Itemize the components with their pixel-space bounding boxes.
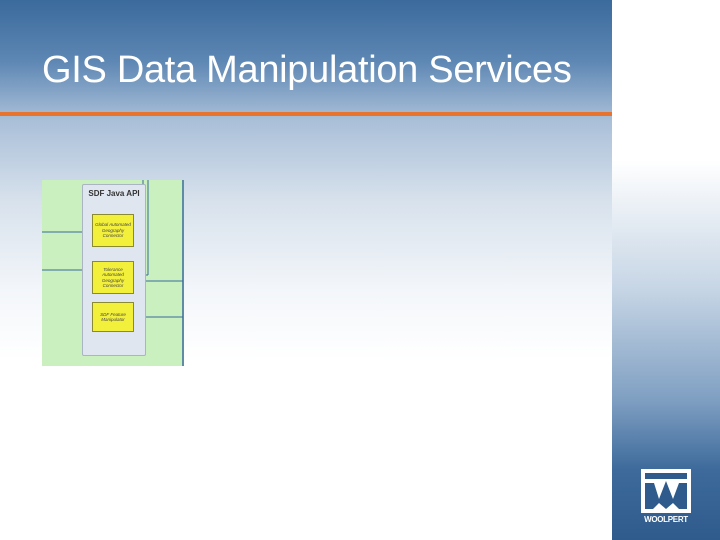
panel-title: SDF Java API xyxy=(88,189,140,198)
component-tolerance-connector: Tolerance Automated Geography Connector xyxy=(92,261,134,294)
component-feature-manipulator: SDF Feature Manipulator xyxy=(92,302,134,332)
slide-title: GIS Data Manipulation Services xyxy=(42,49,572,91)
title-underline xyxy=(0,112,612,116)
sdf-java-api-panel: SDF Java API Global Automated Geography … xyxy=(82,184,146,356)
component-global-connector: Global Automated Geography Connector xyxy=(92,214,134,247)
woolpert-logo-icon xyxy=(641,469,691,513)
right-decor-band xyxy=(612,0,720,540)
logo-wordmark: WOOLPERT xyxy=(644,515,688,524)
architecture-diagram: SDF Java API Global Automated Geography … xyxy=(42,180,184,366)
